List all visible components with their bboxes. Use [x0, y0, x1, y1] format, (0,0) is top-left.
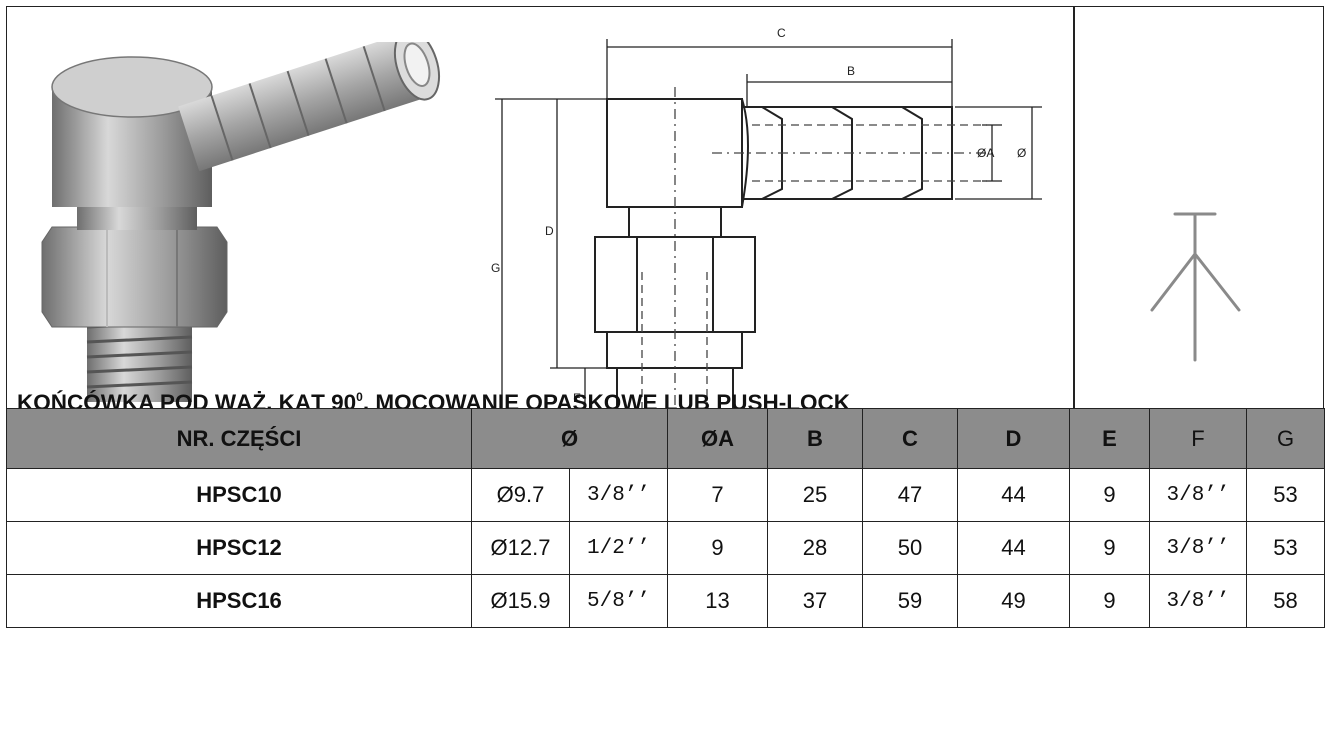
cell-c: 47 — [862, 468, 958, 522]
table-row: HPSC10 Ø9.7 3/8’’ 7 25 47 44 9 3/8’’ 53 — [6, 468, 1325, 522]
cell-c: 50 — [862, 521, 958, 575]
header-e: E — [1069, 408, 1150, 469]
cell-dia-in: 5/8’’ — [569, 574, 668, 628]
cell-f: 3/8’’ — [1149, 574, 1247, 628]
degree-superscript: 0 — [356, 390, 363, 404]
dim-label-a: ØA — [977, 146, 994, 160]
cell-d: 44 — [957, 468, 1070, 522]
cell-e: 9 — [1069, 521, 1150, 575]
frame-divider — [1073, 7, 1075, 408]
dim-label-g: G — [491, 261, 500, 275]
cell-dia-mm: Ø15.9 — [471, 574, 570, 628]
cell-e: 9 — [1069, 468, 1150, 522]
header-part-no: NR. CZĘŚCI — [6, 408, 472, 469]
dim-label-o: Ø — [1017, 146, 1026, 160]
cell-f: 3/8’’ — [1149, 468, 1247, 522]
product-figure-frame: C B G D E F ØA Ø KOŃCÓWKA POD WĄŻ, KĄT 9… — [6, 6, 1324, 457]
fitting-photo — [41, 42, 441, 402]
dim-label-e: E — [573, 391, 581, 405]
header-a: ØA — [667, 408, 768, 469]
cell-f: 3/8’’ — [1149, 521, 1247, 575]
cell-part: HPSC16 — [6, 574, 472, 628]
dim-label-d: D — [545, 224, 554, 238]
cell-c: 59 — [862, 574, 958, 628]
table-header-row: NR. CZĘŚCI Ø ØA B C D E F G — [6, 408, 1325, 469]
cell-dia-in: 3/8’’ — [569, 468, 668, 522]
header-g: G — [1246, 408, 1325, 469]
header-b: B — [767, 408, 863, 469]
cell-a: 9 — [667, 521, 768, 575]
cell-part: HPSC12 — [6, 521, 472, 575]
technical-drawing: C B G D E F ØA Ø — [491, 26, 1042, 457]
cell-b: 37 — [767, 574, 863, 628]
dimension-table: NR. CZĘŚCI Ø ØA B C D E F G HPSC10 Ø9.7 … — [6, 408, 1325, 628]
cell-g: 53 — [1246, 521, 1325, 575]
cell-a: 13 — [667, 574, 768, 628]
cell-d: 44 — [957, 521, 1070, 575]
cell-part: HPSC10 — [6, 468, 472, 522]
header-f: F — [1149, 408, 1247, 469]
header-diameter: Ø — [471, 408, 668, 469]
dim-label-b: B — [847, 64, 855, 78]
cell-b: 28 — [767, 521, 863, 575]
cell-e: 9 — [1069, 574, 1150, 628]
cell-dia-mm: Ø12.7 — [471, 521, 570, 575]
header-c: C — [862, 408, 958, 469]
cell-dia-mm: Ø9.7 — [471, 468, 570, 522]
brand-mark-icon — [1150, 212, 1241, 362]
cell-d: 49 — [957, 574, 1070, 628]
cell-g: 58 — [1246, 574, 1325, 628]
cell-a: 7 — [667, 468, 768, 522]
dim-label-c: C — [777, 26, 786, 40]
table-row: HPSC16 Ø15.9 5/8’’ 13 37 59 49 9 3/8’’ 5… — [6, 574, 1325, 628]
cell-b: 25 — [767, 468, 863, 522]
cell-dia-in: 1/2’’ — [569, 521, 668, 575]
header-d: D — [957, 408, 1070, 469]
table-row: HPSC12 Ø12.7 1/2’’ 9 28 50 44 9 3/8’’ 53 — [6, 521, 1325, 575]
cell-g: 53 — [1246, 468, 1325, 522]
